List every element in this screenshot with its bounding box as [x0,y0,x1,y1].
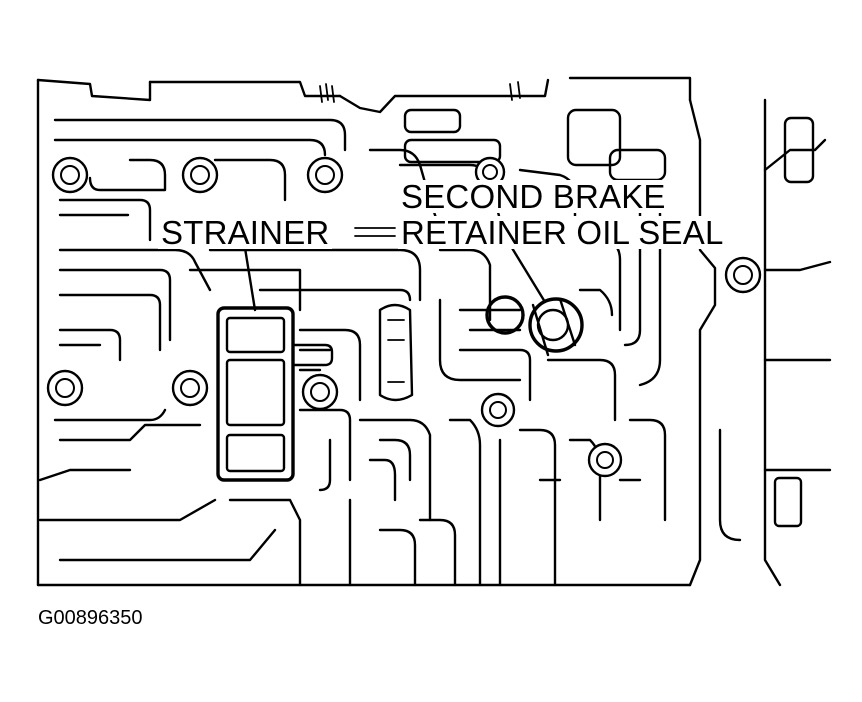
strainer-leader-line [243,246,257,312]
strainer-label: STRAINER [158,216,333,249]
valve-body-outline [36,76,832,587]
oil-seal-leader-line [510,246,547,304]
second-brake-label-line1: SECOND BRAKE [398,180,669,213]
figure-id: G00896350 [38,607,143,629]
second-brake-label-line2: RETAINER OIL SEAL [398,216,727,249]
bolt-holes [46,156,762,478]
oil-seal-part [485,295,584,357]
leader-lines [243,227,547,312]
center-valve-slot [378,303,414,402]
